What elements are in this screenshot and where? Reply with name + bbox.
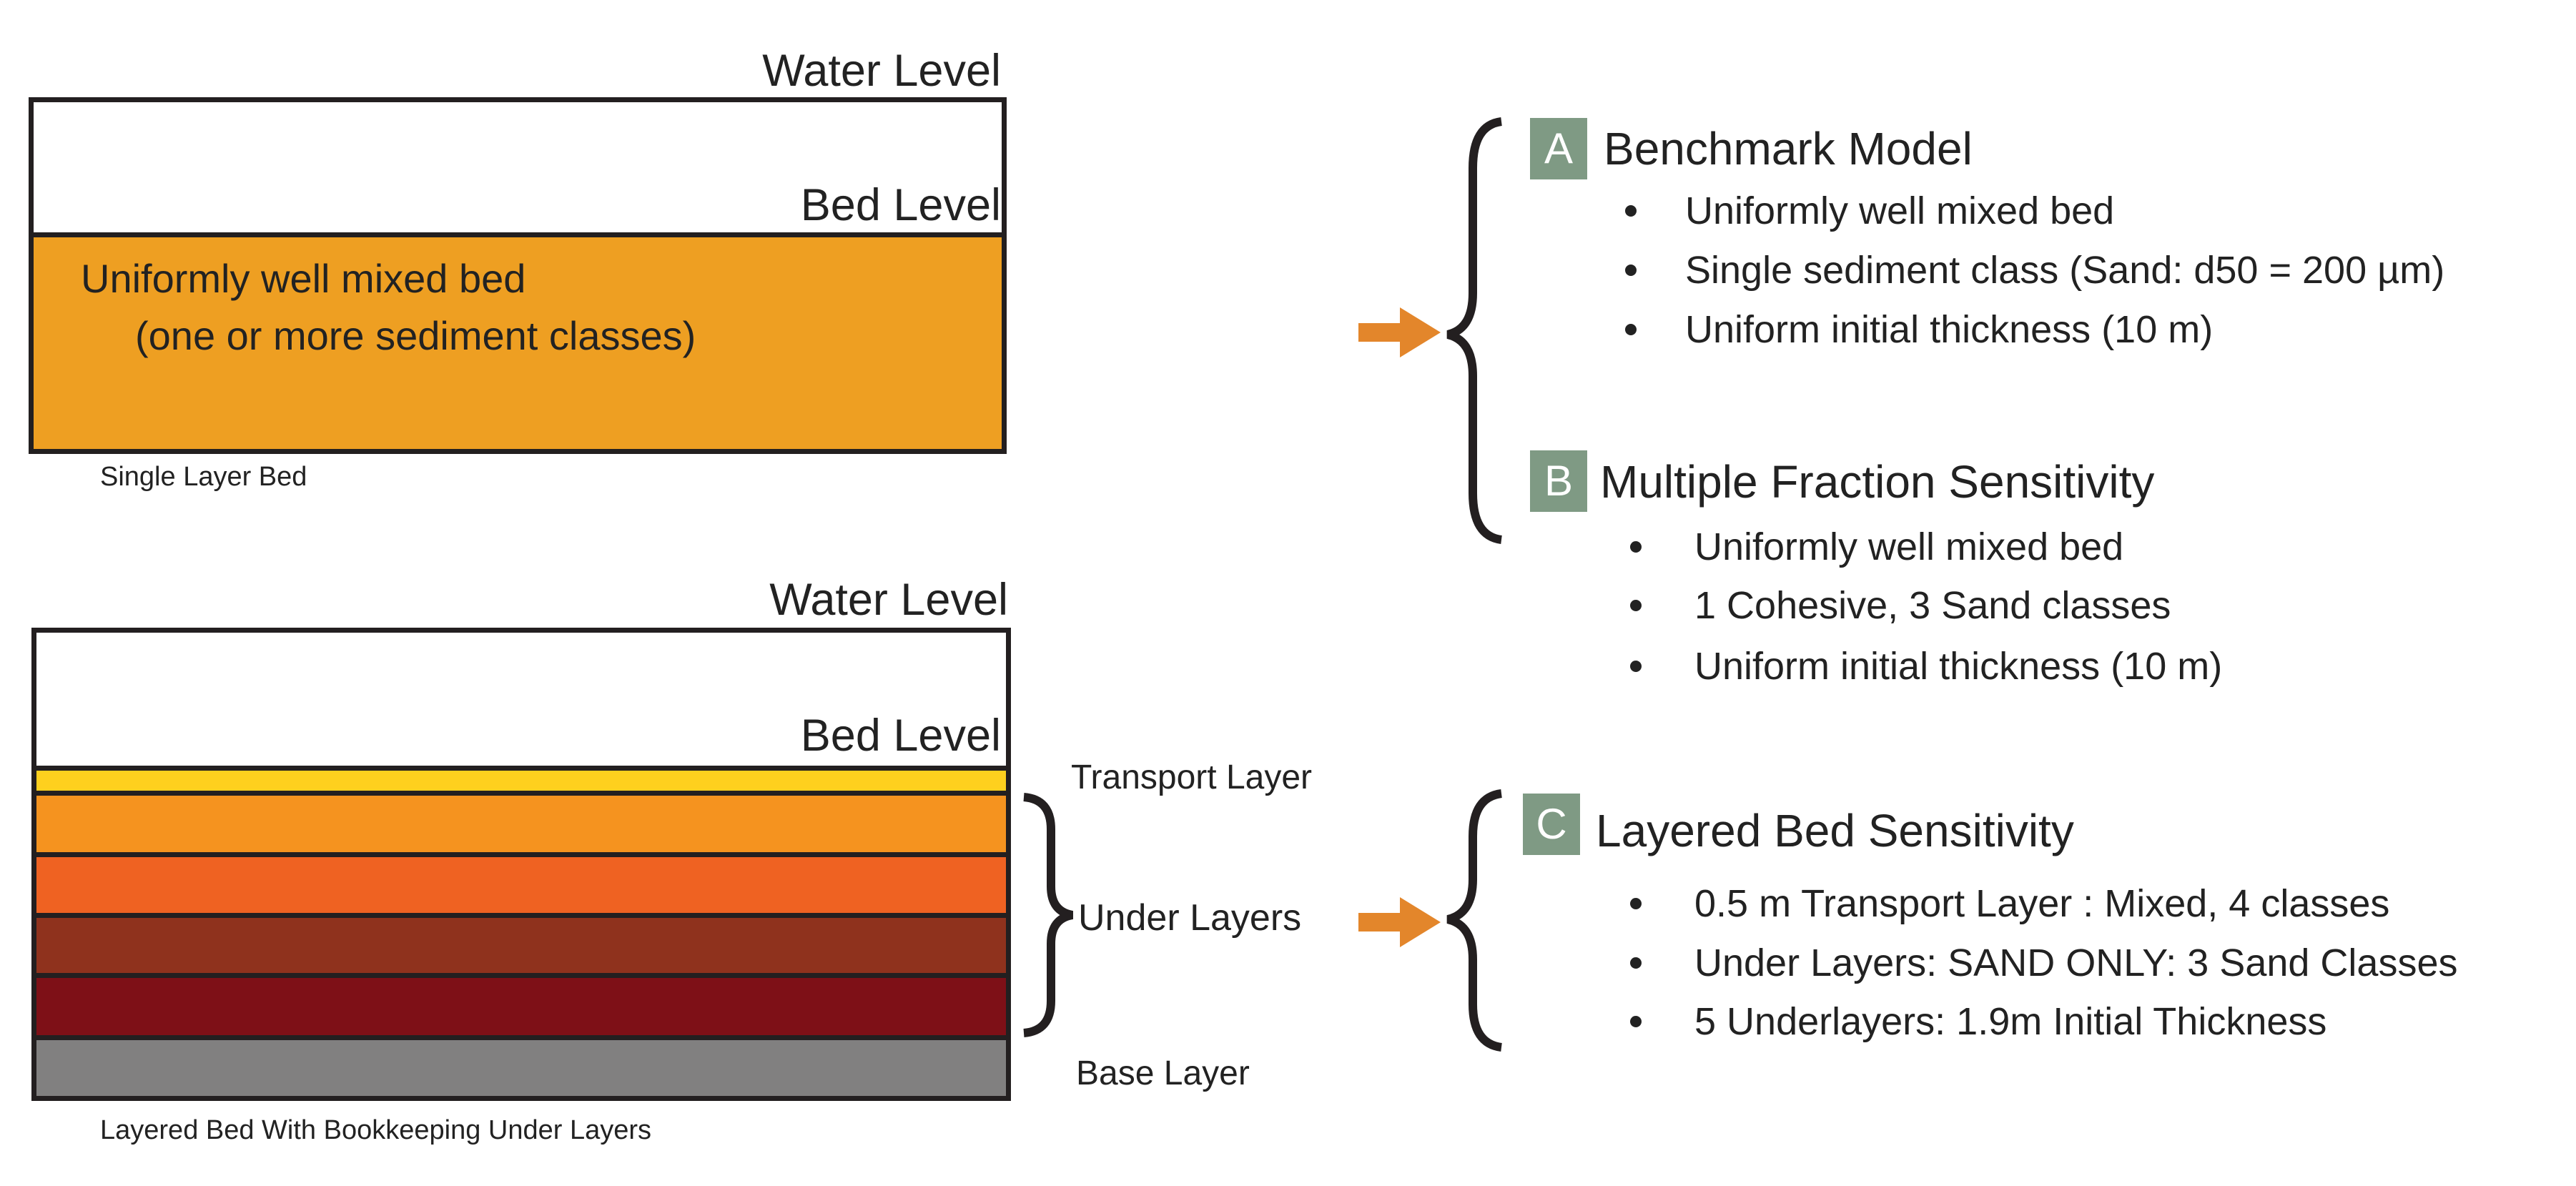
badge-c: C bbox=[1523, 794, 1580, 855]
top-water-column bbox=[29, 97, 1007, 237]
ab-brace bbox=[1446, 117, 1503, 544]
bullet-dot bbox=[1630, 541, 1642, 553]
scenario-c-bullet-2: Under Layers: SAND ONLY: 3 Sand Classes bbox=[1694, 942, 2458, 984]
bullet-dot bbox=[1625, 265, 1637, 276]
bullet-dot bbox=[1630, 1016, 1642, 1027]
base-layer-label: Base Layer bbox=[1076, 1054, 1250, 1092]
badge-b: B bbox=[1530, 450, 1587, 512]
arrow-to-ab bbox=[1358, 307, 1441, 357]
under-layer-4 bbox=[31, 973, 1011, 1040]
c-brace bbox=[1446, 789, 1503, 1052]
bed-text-line1: Uniformly well mixed bed bbox=[81, 256, 526, 301]
arrow-to-c bbox=[1358, 897, 1441, 947]
base-layer bbox=[31, 1035, 1011, 1101]
bullet-dot bbox=[1630, 661, 1642, 672]
top-bed-level-label: Bed Level bbox=[800, 180, 1001, 230]
scenario-c-bullet-1: 0.5 m Transport Layer : Mixed, 4 classes bbox=[1694, 882, 2390, 925]
scenario-a-bullet-2: Single sediment class (Sand: d50 = 200 µ… bbox=[1685, 249, 2445, 292]
badge-a: A bbox=[1530, 118, 1587, 179]
scenario-b-bullet-2: 1 Cohesive, 3 Sand classes bbox=[1694, 584, 2171, 627]
transport-layer-label: Transport Layer bbox=[1071, 758, 1313, 796]
top-caption: Single Layer Bed bbox=[100, 462, 307, 492]
single-layer-bed: Uniformly well mixed bed (one or more se… bbox=[29, 232, 1007, 454]
bottom-caption: Layered Bed With Bookkeeping Under Layer… bbox=[100, 1115, 652, 1145]
bottom-water-level-label: Water Level bbox=[769, 575, 1008, 625]
scenario-a-bullet-1: Uniformly well mixed bed bbox=[1685, 189, 2115, 232]
scenario-c-title: Layered Bed Sensitivity bbox=[1596, 805, 2074, 856]
bed-text-line2: (one or more sediment classes) bbox=[135, 313, 696, 358]
bullet-dot bbox=[1625, 324, 1637, 335]
bullet-dot bbox=[1630, 898, 1642, 909]
bullet-dot bbox=[1625, 205, 1637, 217]
scenario-b-bullet-1: Uniformly well mixed bed bbox=[1694, 525, 2124, 568]
bottom-bed-level-label: Bed Level bbox=[800, 711, 1001, 761]
scenario-c-bullet-3: 5 Underlayers: 1.9m Initial Thickness bbox=[1694, 1000, 2327, 1043]
top-water-level-label: Water Level bbox=[762, 46, 1001, 96]
under-layers-brace bbox=[1023, 793, 1074, 1037]
scenario-b-bullet-3: Uniform initial thickness (10 m) bbox=[1694, 645, 2223, 688]
bullet-dot bbox=[1630, 600, 1642, 611]
under-layers-label: Under Layers bbox=[1078, 897, 1302, 939]
bullet-dot bbox=[1630, 957, 1642, 969]
scenario-a-title: Benchmark Model bbox=[1604, 123, 1973, 174]
scenario-b-title: Multiple Fraction Sensitivity bbox=[1600, 456, 2155, 508]
scenario-a-bullet-3: Uniform initial thickness (10 m) bbox=[1685, 308, 2214, 351]
